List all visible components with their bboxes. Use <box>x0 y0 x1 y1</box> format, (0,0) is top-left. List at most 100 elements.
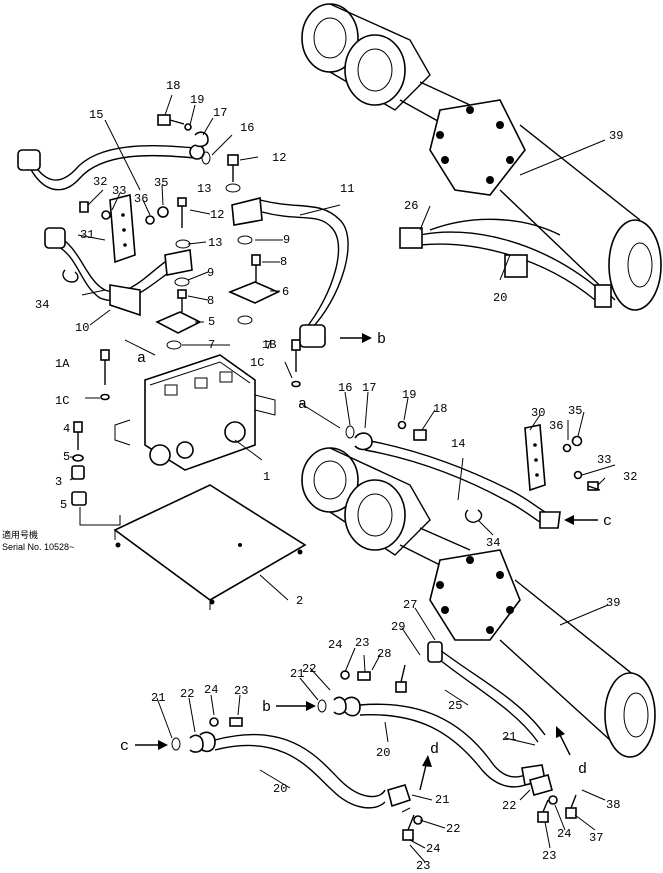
leader-lines <box>69 94 616 863</box>
part-label: 19 <box>190 93 204 107</box>
part-label: 24 <box>328 638 342 652</box>
part-label: 13 <box>197 182 211 196</box>
connection-label: b <box>262 699 271 716</box>
part-label: 35 <box>154 176 168 190</box>
part-label: 33 <box>597 453 611 467</box>
serial-note-line-1: 適用号機 <box>2 529 38 540</box>
serial-range-bracket <box>79 507 121 526</box>
connection-label: c <box>603 513 612 530</box>
part-label: 14 <box>451 437 465 451</box>
part-label: 27 <box>403 598 417 612</box>
pipe-10 <box>44 227 181 317</box>
part-label: 35 <box>568 404 582 418</box>
part-label: 10 <box>75 321 89 335</box>
connection-letter-labels: a a b b c c d d <box>120 331 612 778</box>
part-label: 8 <box>280 255 287 269</box>
part-label: 34 <box>486 536 500 550</box>
connection-label: c <box>120 738 129 755</box>
part-label: 17 <box>213 106 227 120</box>
connection-label: a <box>298 396 307 413</box>
part-label: 12 <box>272 151 286 165</box>
bracket-30 <box>345 420 601 492</box>
part-label: 36 <box>134 192 148 206</box>
part-label: 28 <box>377 647 391 661</box>
valve-bolts <box>71 339 301 506</box>
part-label: 29 <box>391 620 405 634</box>
part-label: 1C <box>55 394 69 408</box>
part-label: 1A <box>55 357 70 371</box>
bracket-31 <box>79 193 169 264</box>
part-label: 24 <box>426 842 440 856</box>
mounting-plate <box>113 484 307 610</box>
part-label: 1C <box>250 356 264 370</box>
part-label: 21 <box>290 667 304 681</box>
part-label: 13 <box>208 236 222 250</box>
pipe-11 <box>259 199 349 348</box>
lower-hoses <box>199 641 546 809</box>
part-label: 23 <box>234 684 248 698</box>
part-label: 2 <box>296 594 303 608</box>
part-label: 22 <box>180 687 194 701</box>
part-label: 38 <box>606 798 620 812</box>
part-label: 7 <box>265 339 272 353</box>
part-label: 39 <box>609 129 623 143</box>
part-label: 24 <box>204 683 218 697</box>
connection-label: a <box>137 350 146 367</box>
serial-number-note: 適用号機 Serial No. 10528~ <box>2 529 74 552</box>
part-label: 37 <box>589 831 603 845</box>
serial-note-line-2: Serial No. 10528~ <box>2 542 74 552</box>
part-label: 6 <box>282 285 289 299</box>
part-label: 39 <box>606 596 620 610</box>
part-label: 23 <box>416 859 430 873</box>
part-label: 21 <box>435 793 449 807</box>
part-label: 23 <box>355 636 369 650</box>
part-label: 17 <box>362 381 376 395</box>
part-label: 26 <box>404 199 418 213</box>
part-label: 32 <box>93 175 107 189</box>
part-label: 9 <box>207 266 214 280</box>
part-label: 30 <box>531 406 545 420</box>
connection-label: d <box>578 761 587 778</box>
part-label: 11 <box>340 182 354 196</box>
part-label: 36 <box>549 419 563 433</box>
part-label: 20 <box>493 291 507 305</box>
pipe-14 <box>354 432 561 529</box>
part-label: 15 <box>89 108 103 122</box>
part-label: 20 <box>376 746 390 760</box>
part-label: 7 <box>208 338 215 352</box>
part-label: 21 <box>151 691 165 705</box>
flanges-and-bolts <box>155 154 280 350</box>
part-label: 1B <box>262 338 276 352</box>
part-label: 31 <box>80 228 94 242</box>
part-label: 32 <box>623 470 637 484</box>
part-label: 5 <box>208 315 215 329</box>
part-label: 5 <box>63 450 70 464</box>
part-label: 22 <box>502 799 516 813</box>
part-label: 5 <box>60 498 67 512</box>
part-label: 22 <box>446 822 460 836</box>
connection-label: d <box>430 741 439 758</box>
lower-cylinder <box>301 447 656 758</box>
part-label: 33 <box>112 184 126 198</box>
part-label: 8 <box>207 294 214 308</box>
upper-cylinder <box>301 3 662 311</box>
control-valve <box>114 354 276 471</box>
part-label: 24 <box>557 827 571 841</box>
part-label: 18 <box>166 79 180 93</box>
part-label: 20 <box>273 782 287 796</box>
lower-fittings <box>171 664 577 841</box>
part-number-labels: 1 1A 1B 1C 1C 2 3 4 5 5 5 6 7 7 8 8 9 9 … <box>35 79 637 873</box>
part-label: 9 <box>283 233 290 247</box>
connection-label: b <box>377 331 386 348</box>
part-label: 16 <box>338 381 352 395</box>
connection-arrows <box>124 333 598 791</box>
part-label: 19 <box>402 388 416 402</box>
part-label: 1 <box>263 470 270 484</box>
upper-cylinder-hoses <box>399 218 612 308</box>
part-label: 25 <box>448 699 462 713</box>
part-label: 21 <box>502 730 516 744</box>
upper-fittings <box>157 114 211 165</box>
part-label: 23 <box>542 849 556 863</box>
part-label: 22 <box>302 662 316 676</box>
